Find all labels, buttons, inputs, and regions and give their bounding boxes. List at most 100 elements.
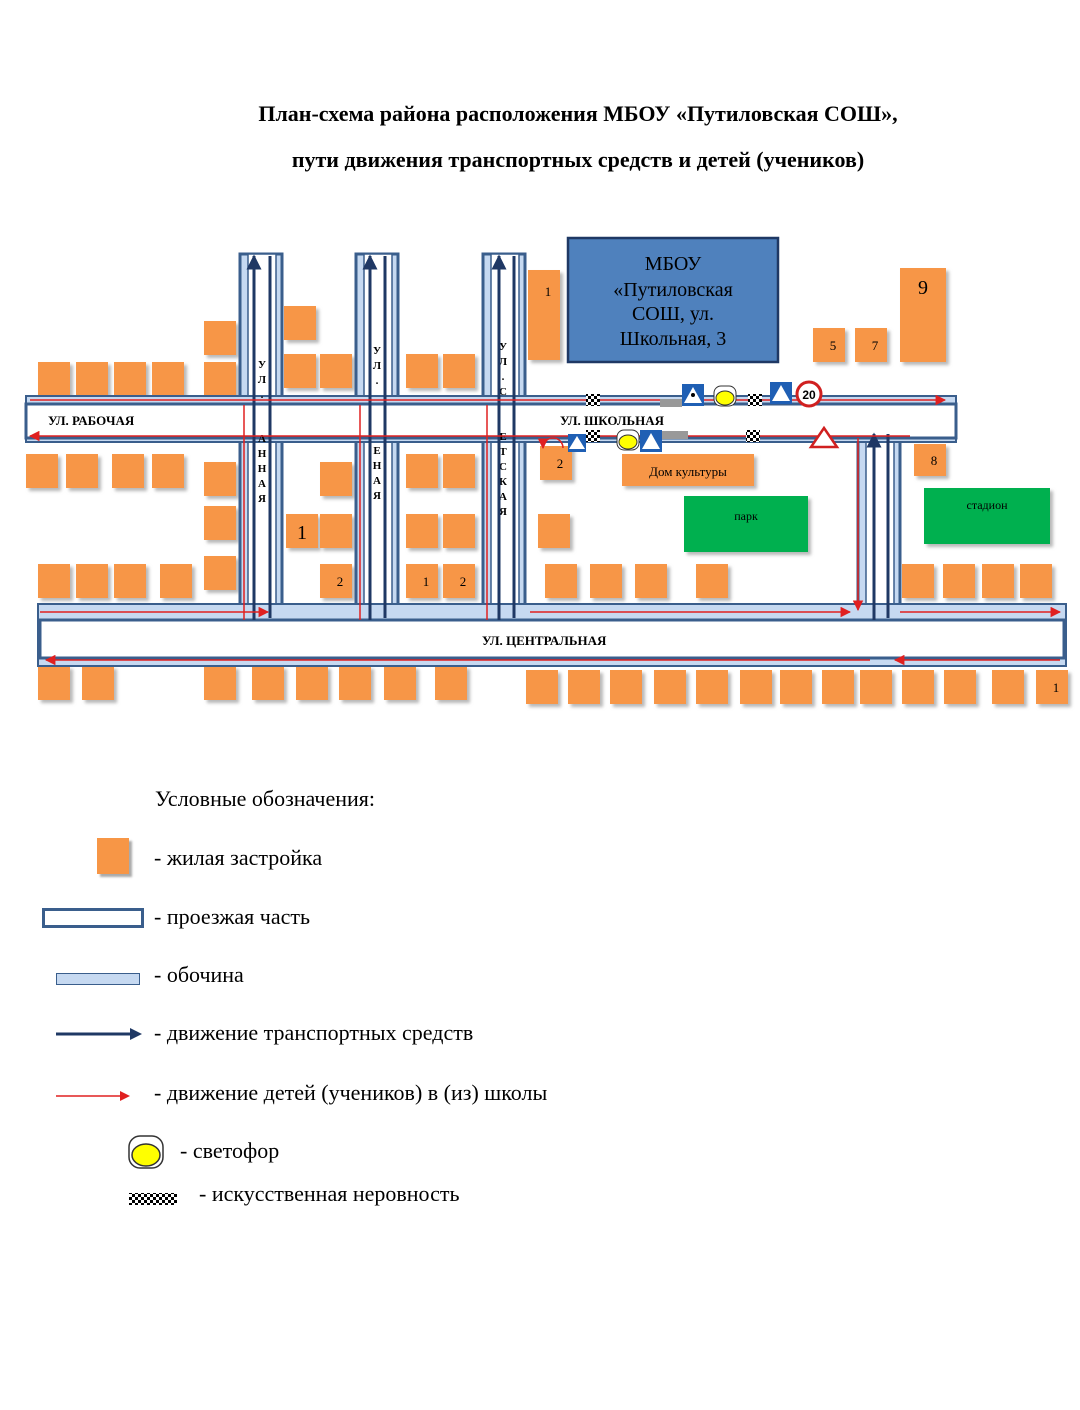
legend-housing-label: - жилая застройка xyxy=(154,845,323,870)
legend-housing-swatch xyxy=(97,838,129,874)
speed-bump-icon xyxy=(746,430,760,442)
house: 5 xyxy=(813,328,845,362)
house: 7 xyxy=(855,328,887,362)
children-warning-sign-icon xyxy=(808,425,840,449)
legend-children-arrow-icon xyxy=(56,1091,130,1101)
street-letter: Е xyxy=(499,431,506,443)
house xyxy=(284,306,316,340)
house-number: 2 xyxy=(557,456,564,471)
house xyxy=(406,454,438,488)
street-letter: А xyxy=(499,491,507,503)
street-letter: К xyxy=(499,476,507,488)
legend-roadway-label: - проезжая часть xyxy=(154,904,311,929)
legend-shoulder-swatch xyxy=(56,973,140,985)
house: 1 xyxy=(1036,670,1068,704)
legend-traffic-arrow-icon xyxy=(56,1028,142,1040)
house xyxy=(590,564,622,598)
speed-bump-icon xyxy=(586,394,600,406)
house xyxy=(160,564,192,598)
speed-limit-sign-icon: 20 xyxy=(795,380,823,408)
speed-bump-icon xyxy=(748,394,762,406)
school-label-line4: Школьная, 3 xyxy=(620,328,727,350)
house xyxy=(568,670,600,704)
house xyxy=(204,362,236,396)
traffic-movement-lines xyxy=(246,254,890,620)
house-number: 2 xyxy=(337,574,344,589)
street-letter: С xyxy=(499,386,507,398)
street-letter: А xyxy=(258,433,266,445)
house xyxy=(320,354,352,388)
street-letter: Я xyxy=(499,506,507,518)
house xyxy=(902,670,934,704)
street-letter: У xyxy=(258,359,266,371)
house xyxy=(152,362,184,396)
school-label-line2: «Путиловская xyxy=(613,279,733,301)
crosswalk-stripes-icon xyxy=(660,399,682,407)
traffic-light-icon xyxy=(713,385,737,407)
speed-limit-value: 20 xyxy=(802,388,816,402)
house xyxy=(435,666,467,700)
house xyxy=(320,514,352,548)
pedestrian-crossing-sign-icon xyxy=(770,382,792,404)
house xyxy=(944,670,976,704)
house xyxy=(982,564,1014,598)
park: парк xyxy=(684,496,808,552)
street-letter: Я xyxy=(373,490,381,502)
vertical-street-4 xyxy=(856,430,902,622)
house xyxy=(284,354,316,388)
house-number: 1 xyxy=(545,284,552,299)
house xyxy=(538,514,570,548)
house xyxy=(860,670,892,704)
street-rabochaya-shkolnaya xyxy=(24,395,958,443)
house xyxy=(82,666,114,700)
street-letter: . xyxy=(261,389,264,401)
street-letter: Т xyxy=(499,446,507,458)
house: 2 xyxy=(320,564,352,598)
culture-house: Дом культуры xyxy=(622,454,754,486)
house-number: 5 xyxy=(830,338,837,353)
page-title-line2: пути движения транспортных средств и дет… xyxy=(291,147,865,172)
house-number: 1 xyxy=(423,574,430,589)
house xyxy=(526,670,558,704)
street-letter: Е xyxy=(373,445,380,457)
house xyxy=(740,670,772,704)
house xyxy=(38,564,70,598)
street-letter: Н xyxy=(258,463,267,475)
house xyxy=(112,454,144,488)
house xyxy=(152,454,184,488)
house xyxy=(406,514,438,548)
legend-traffic-light-label: - светофор xyxy=(180,1138,280,1163)
speed-bump-icon xyxy=(586,430,600,442)
street-letter: . xyxy=(376,375,379,387)
house xyxy=(822,670,854,704)
house xyxy=(780,670,812,704)
house-number: 8 xyxy=(931,453,938,468)
house-number: 7 xyxy=(872,338,879,353)
culture-house-label: Дом культуры xyxy=(649,464,727,479)
street-letter: . xyxy=(502,371,505,383)
legend-speed-bump-icon xyxy=(129,1193,177,1205)
street-letter: А xyxy=(258,478,266,490)
house xyxy=(696,670,728,704)
street-letter: Л xyxy=(373,360,382,372)
street-letter: У xyxy=(499,341,507,353)
pedestrian-crossing-sign-icon xyxy=(640,430,662,452)
house xyxy=(320,462,352,496)
legend-roadway-swatch xyxy=(42,908,144,928)
house xyxy=(114,362,146,396)
street-label-centralnaya: УЛ. ЦЕНТРАЛЬНАЯ xyxy=(482,633,607,648)
house: 2 xyxy=(540,446,572,480)
house xyxy=(204,556,236,590)
school-label-line1: МБОУ xyxy=(645,253,702,275)
pedestrian-crossing-sign-icon xyxy=(568,434,586,452)
house xyxy=(1020,564,1052,598)
house xyxy=(38,666,70,700)
house: 1 xyxy=(406,564,438,598)
house-number: 1 xyxy=(1053,680,1060,695)
traffic-light-icon xyxy=(616,429,640,451)
house xyxy=(443,514,475,548)
legend-traffic-light-icon xyxy=(128,1135,164,1169)
house xyxy=(443,454,475,488)
